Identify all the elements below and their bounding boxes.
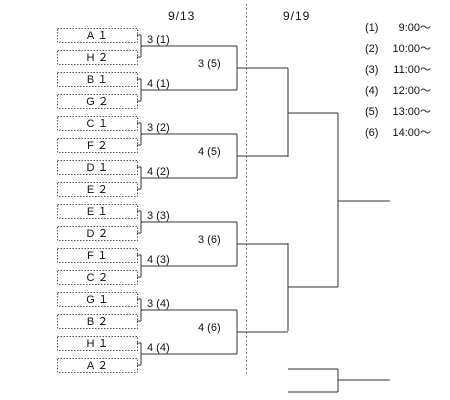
- schedule-time: 12:00～: [392, 85, 431, 97]
- schedule-num: (1): [365, 22, 378, 34]
- team-label: B２: [87, 316, 111, 328]
- round2-matches: 3 (5) 4 (5) 3 (6) 4 (6): [190, 45, 288, 355]
- team-slot: B２: [57, 314, 141, 329]
- schedule-time: 9:00～: [399, 22, 431, 34]
- round1-match-label: 4 (3): [147, 254, 170, 266]
- round1-match: 3 (2): [140, 122, 190, 145]
- round2-match-label: 3 (5): [198, 58, 221, 70]
- round1-match: 4 (2): [140, 166, 190, 189]
- team-slot: C１: [57, 116, 141, 131]
- team-slot: C２: [57, 270, 141, 285]
- team-slot: H１: [57, 336, 141, 351]
- team-label: A２: [87, 360, 111, 372]
- round1-match-label: 4 (1): [147, 78, 170, 90]
- schedule-time: 10:00～: [392, 43, 431, 55]
- team-slot: G１: [57, 292, 141, 307]
- team-slot: D２: [57, 226, 141, 241]
- team-label: C１: [87, 118, 112, 130]
- team-slot: D１: [57, 160, 141, 175]
- round1-match-label: 4 (4): [147, 342, 170, 354]
- team-slot: H２: [57, 50, 141, 65]
- round1-match: 4 (1): [140, 78, 190, 101]
- team-slot: A１: [57, 28, 141, 43]
- schedule-num: (4): [365, 85, 378, 97]
- team-slot: B１: [57, 72, 141, 87]
- team-label: E１: [87, 206, 111, 218]
- round2-match: 4 (5): [190, 133, 288, 179]
- schedule-time: 13:00～: [392, 106, 431, 118]
- schedule-legend: (1) 9:00～ (2) 10:00～ (3) 11:00～ (4) 12:0…: [365, 22, 431, 139]
- team-label: E２: [87, 184, 111, 196]
- schedule-num: (6): [365, 127, 378, 139]
- schedule-num: (5): [365, 106, 378, 118]
- schedule-time: 11:00～: [393, 64, 431, 76]
- round1-match-label: 3 (3): [147, 210, 170, 222]
- team-label: D１: [87, 162, 112, 174]
- team-slot: G２: [57, 94, 141, 109]
- round2-match: 3 (6): [190, 221, 288, 267]
- round1-match: 4 (4): [140, 342, 190, 365]
- round1-match-label: 3 (4): [147, 298, 170, 310]
- round2-match-label: 3 (6): [198, 234, 221, 246]
- date-header-day1: 9/13: [168, 9, 195, 23]
- round1-match: 3 (4): [140, 298, 190, 321]
- team-slot: F１: [57, 248, 141, 263]
- team-label: H１: [87, 338, 112, 350]
- team-label: F１: [87, 250, 111, 262]
- schedule-num: (2): [365, 43, 378, 55]
- team-label: B１: [87, 74, 111, 86]
- team-label: A１: [87, 30, 111, 42]
- schedule-time: 14:00～: [392, 127, 431, 139]
- team-label: G２: [86, 96, 112, 108]
- team-label: F２: [87, 140, 111, 152]
- date-header-day2: 9/19: [283, 9, 310, 23]
- team-label: C２: [87, 272, 112, 284]
- team-slot: E１: [57, 204, 141, 219]
- team-label: G１: [86, 294, 112, 306]
- round2-match-label: 4 (6): [198, 322, 221, 334]
- team-label: D２: [87, 228, 112, 240]
- round1-match-label: 3 (2): [147, 122, 170, 134]
- round2-match-label: 4 (5): [198, 146, 221, 158]
- team-label: H２: [87, 52, 112, 64]
- late-round-connectors: [287, 68, 390, 393]
- round2-match: 4 (6): [190, 309, 288, 355]
- team-slot: F２: [57, 138, 141, 153]
- round1-match-label: 4 (2): [147, 166, 170, 178]
- round1-match: 4 (3): [140, 254, 190, 277]
- round2-match: 3 (5): [190, 45, 288, 91]
- team-slot: A２: [57, 358, 141, 373]
- round1-matches: 3 (1) 4 (1) 3 (2) 4 (2) 3 (3) 4 (3) 3 (4) 4 (4): [140, 34, 190, 365]
- round1-match: 3 (3): [140, 210, 190, 233]
- round1-match: 3 (1): [140, 34, 190, 57]
- schedule-num: (3): [365, 64, 378, 76]
- team-slot: E２: [57, 182, 141, 197]
- round1-match-label: 3 (1): [147, 34, 170, 46]
